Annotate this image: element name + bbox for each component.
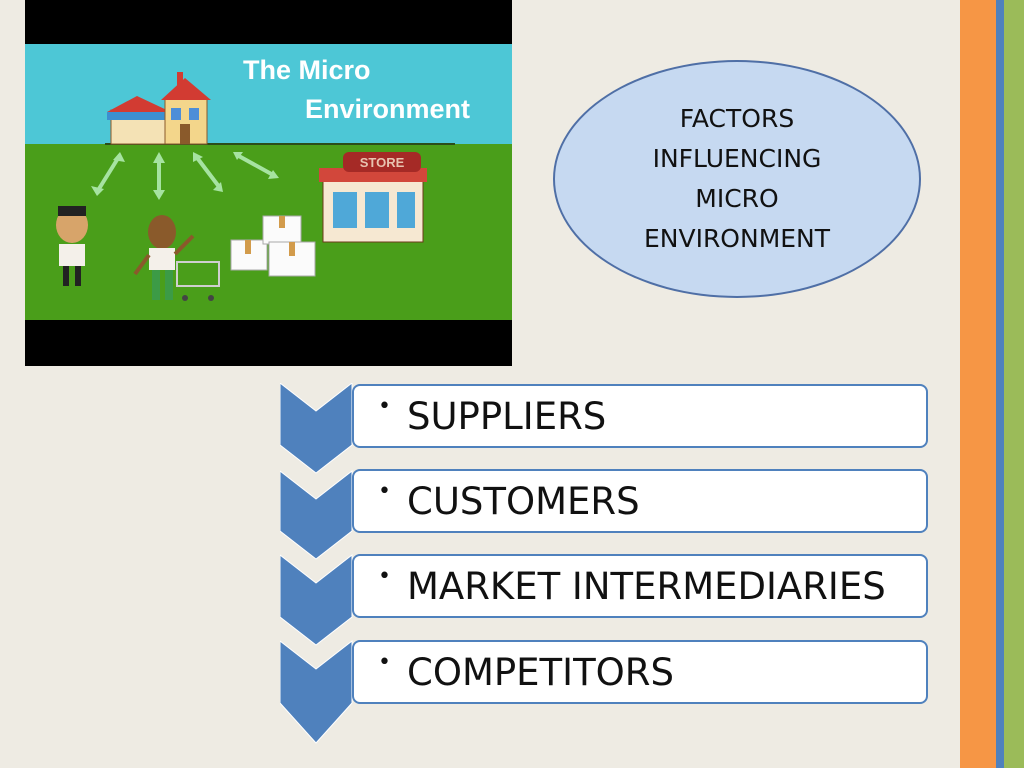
list-item-customers: • CUSTOMERS bbox=[352, 469, 928, 533]
chevron-1 bbox=[280, 383, 353, 474]
bullet: • bbox=[378, 393, 391, 419]
list-item-market-intermediaries: • MARKET INTERMEDIARIES bbox=[352, 554, 928, 618]
chevron-2 bbox=[280, 469, 353, 560]
list-item-label: SUPPLIERS bbox=[406, 394, 607, 438]
thumb-title-line2: Environment bbox=[305, 94, 470, 124]
ellipse-line-4: ENVIRONMENT bbox=[643, 224, 831, 253]
ellipse-line-3: MICRO bbox=[695, 184, 779, 213]
shop-house-icon bbox=[107, 72, 211, 145]
list-item-label: MARKET INTERMEDIARIES bbox=[406, 564, 886, 608]
boxes-icon bbox=[230, 215, 316, 277]
ellipse-text: FACTORS INFLUENCING MICRO ENVIRONMENT bbox=[617, 99, 857, 259]
list-item-label: COMPETITORS bbox=[406, 650, 674, 694]
factors-ellipse: FACTORS INFLUENCING MICRO ENVIRONMENT bbox=[553, 60, 921, 298]
ellipse-line-1: FACTORS bbox=[679, 104, 795, 133]
bullet: • bbox=[378, 649, 391, 675]
customer-service-person-icon bbox=[56, 206, 88, 286]
blue-stripe bbox=[996, 0, 1004, 768]
relation-arrows bbox=[95, 153, 276, 196]
bullet: • bbox=[378, 563, 391, 589]
list-item-suppliers: • SUPPLIERS bbox=[352, 384, 928, 448]
green-stripe bbox=[1004, 0, 1024, 768]
micro-environment-thumbnail[interactable]: The Micro Environment bbox=[25, 0, 512, 366]
list-item-label: CUSTOMERS bbox=[406, 479, 640, 523]
list-item-competitors: • COMPETITORS bbox=[352, 640, 928, 704]
thumb-title-line1: The Micro bbox=[243, 55, 371, 85]
store-icon: STORE bbox=[319, 152, 427, 243]
store-sign: STORE bbox=[360, 155, 405, 170]
shopper-with-cart-icon bbox=[133, 215, 220, 301]
sky bbox=[25, 44, 512, 144]
ellipse-line-2: INFLUENCING bbox=[652, 144, 822, 173]
orange-stripe bbox=[960, 0, 996, 768]
chevron-3 bbox=[280, 553, 353, 646]
chevron-strip bbox=[280, 383, 353, 744]
bullet: • bbox=[378, 478, 391, 504]
chevron-4 bbox=[280, 639, 353, 744]
